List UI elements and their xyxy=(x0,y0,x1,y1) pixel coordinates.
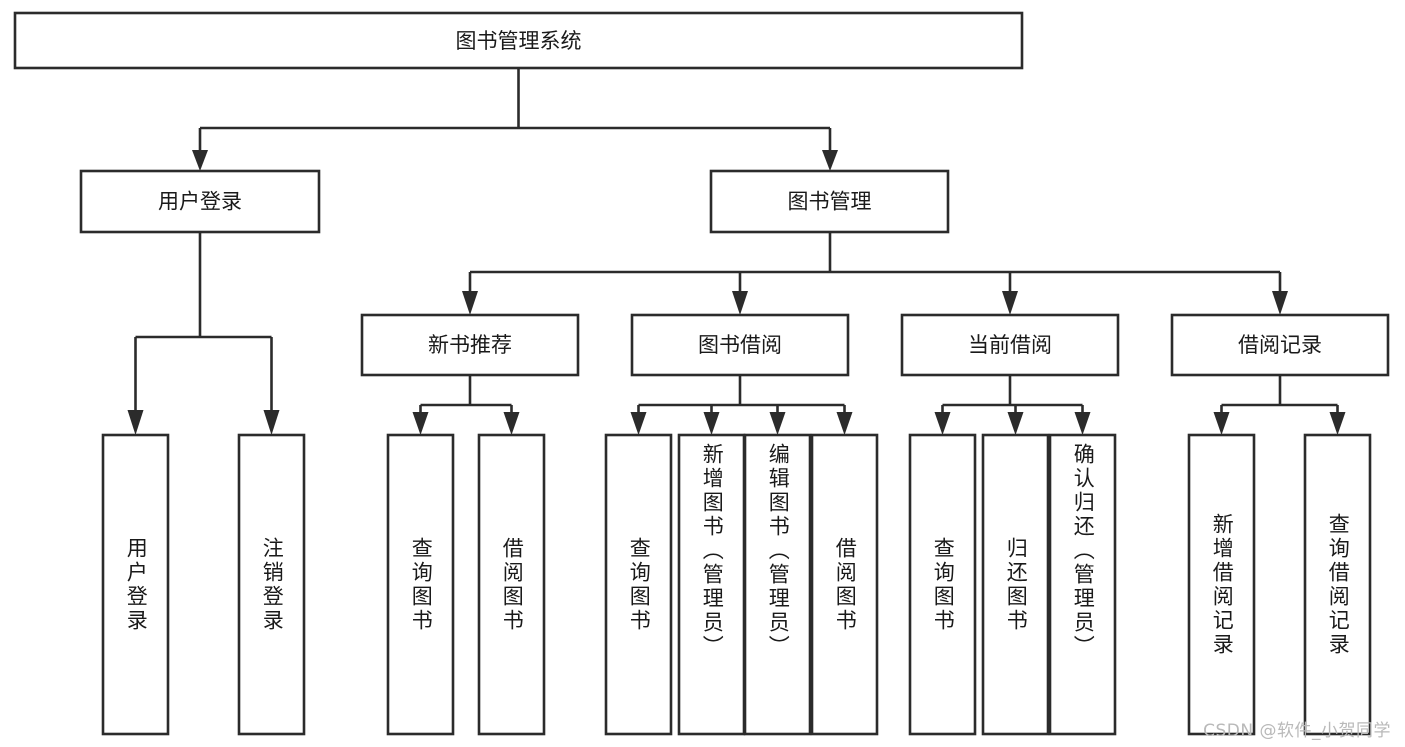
leaf-rect-user-login[interactable] xyxy=(101,433,170,736)
connector-group-user-login xyxy=(127,232,280,435)
csdn-watermark: CSDN @软件_小贺同学 xyxy=(1203,721,1391,741)
leaf-rect-bw-add-book[interactable] xyxy=(677,433,746,736)
node-root-rect[interactable] xyxy=(13,11,1024,70)
node-borrow-record-rect[interactable] xyxy=(1170,313,1390,377)
arrow-head-cb-confirm-return xyxy=(1074,412,1091,435)
leaf-rect-nb-query-book[interactable] xyxy=(386,433,455,736)
arrow-head-cb-query-book xyxy=(934,412,951,435)
node-current-borrow-rect[interactable] xyxy=(900,313,1120,377)
arrow-head-current xyxy=(1002,291,1018,315)
leaf-rect-rc-query-record[interactable] xyxy=(1303,433,1372,736)
node-book-management-label: 图书管理 xyxy=(788,190,872,214)
connector-group-record xyxy=(1213,375,1346,435)
node-borrow-record[interactable]: 借阅记录 xyxy=(1170,313,1390,377)
arrow-head-cb-return-book xyxy=(1007,412,1024,435)
arrow-head-bw-borrow-book xyxy=(836,412,853,435)
leaf-rect-cb-return-book[interactable] xyxy=(981,433,1050,736)
arrow-head-borrow xyxy=(732,291,748,315)
leaf-rect-nb-borrow-book[interactable] xyxy=(477,433,546,736)
node-user-login[interactable]: 用户登录 xyxy=(79,169,321,234)
leaf-rect-bw-borrow-book[interactable] xyxy=(810,433,879,736)
connector-group-root xyxy=(192,68,838,171)
arrow-head-book-mgmt xyxy=(822,150,838,171)
node-user-login-rect[interactable] xyxy=(79,169,321,234)
arrow-head-record xyxy=(1272,291,1288,315)
node-book-management-rect[interactable] xyxy=(709,169,950,234)
arrow-head-user-login xyxy=(192,150,208,171)
arrow-head-new-book xyxy=(462,291,478,315)
arrow-head-nb-borrow-book xyxy=(503,412,520,435)
arrow-head-nb-query-book xyxy=(412,412,429,435)
leaf-rect-bw-edit-book[interactable] xyxy=(743,433,812,736)
leaf-rect-bw-query-book[interactable] xyxy=(604,433,673,736)
connector-group-borrow xyxy=(630,375,853,435)
node-user-login-label: 用户登录 xyxy=(158,190,242,214)
connector-group-current xyxy=(934,375,1091,435)
node-new-book-recommend-rect[interactable] xyxy=(360,313,580,377)
connector-group-new-book xyxy=(412,375,520,435)
node-book-borrow-rect[interactable] xyxy=(630,313,850,377)
node-new-book-recommend[interactable]: 新书推荐 xyxy=(360,313,580,377)
node-current-borrow-label: 当前借阅 xyxy=(968,333,1052,357)
node-book-borrow-label: 图书借阅 xyxy=(698,333,782,357)
arrow-head-leaf-logout xyxy=(263,410,280,435)
node-book-borrow[interactable]: 图书借阅 xyxy=(630,313,850,377)
node-borrow-record-label: 借阅记录 xyxy=(1238,333,1322,357)
connector-group-book-mgmt xyxy=(462,232,1288,315)
leaf-rect-logout[interactable] xyxy=(237,433,306,736)
node-current-borrow[interactable]: 当前借阅 xyxy=(900,313,1120,377)
leaf-rect-cb-query-book[interactable] xyxy=(908,433,977,736)
arrow-head-rc-add-record xyxy=(1213,412,1230,435)
arrow-head-bw-add-book xyxy=(703,412,720,435)
leaf-rect-rc-add-record[interactable] xyxy=(1187,433,1256,736)
arrow-head-leaf-user-login xyxy=(127,410,144,435)
arrow-head-bw-query-book xyxy=(630,412,647,435)
arrow-head-bw-edit-book xyxy=(769,412,786,435)
node-book-management[interactable]: 图书管理 xyxy=(709,169,950,234)
arrow-head-rc-query-record xyxy=(1329,412,1346,435)
node-root[interactable]: 图书管理系统 xyxy=(13,11,1024,70)
leaf-rect-cb-confirm-return[interactable] xyxy=(1048,433,1117,736)
node-new-book-recommend-label: 新书推荐 xyxy=(428,333,512,357)
node-root-label: 图书管理系统 xyxy=(456,29,582,53)
